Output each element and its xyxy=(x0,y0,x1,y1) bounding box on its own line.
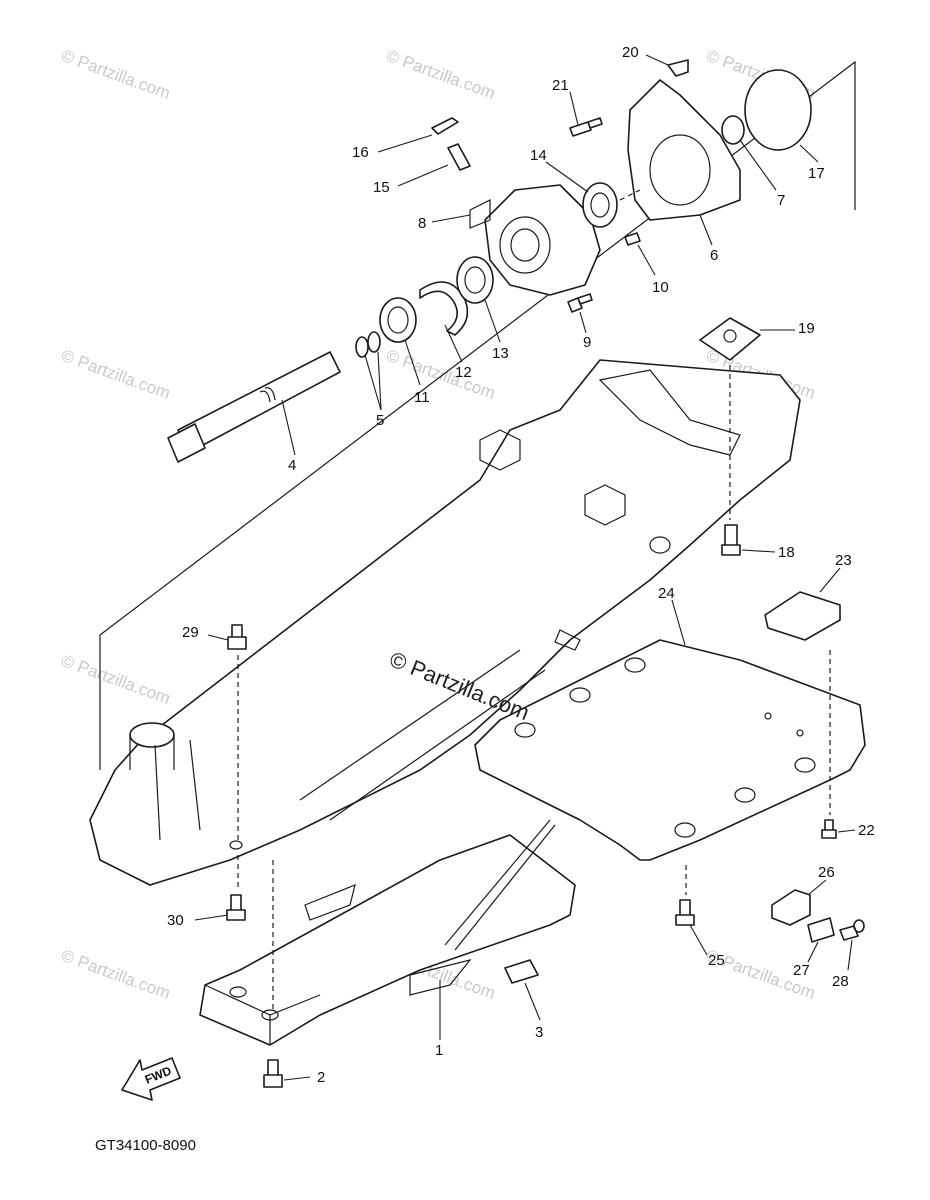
callout-2: 2 xyxy=(317,1069,325,1086)
fwd-arrow-icon: FWD xyxy=(121,1057,181,1101)
watermark: © Partzilla.com xyxy=(59,346,173,403)
callout-18: 18 xyxy=(778,544,795,561)
callout-27: 27 xyxy=(793,962,810,979)
callout-30: 30 xyxy=(167,912,184,929)
bolt-21 xyxy=(569,117,603,137)
callout-6: 6 xyxy=(710,247,718,264)
clamp-23 xyxy=(764,591,841,641)
callout-15: 15 xyxy=(373,179,390,196)
callouts: 1 2 3 4 5 6 7 8 9 10 11 12 13 14 15 16 1… xyxy=(167,44,875,1086)
watermark: © Partzilla.com xyxy=(59,946,173,1003)
callout-26: 26 xyxy=(818,864,835,881)
plate-27 xyxy=(807,917,835,943)
watermark: © Partzilla.com xyxy=(384,346,498,403)
bottom-plate xyxy=(199,819,576,1046)
watermark: © Partzilla.com xyxy=(384,46,498,103)
bearing-13 xyxy=(456,256,494,304)
callout-8: 8 xyxy=(418,215,426,232)
o-ring-17 xyxy=(744,69,812,151)
callout-12: 12 xyxy=(455,364,472,381)
bolt-15 xyxy=(447,143,471,171)
bolt-29 xyxy=(227,624,247,650)
o-rings xyxy=(355,331,381,358)
plate-19 xyxy=(699,317,761,361)
callout-29: 29 xyxy=(182,624,199,641)
callout-25: 25 xyxy=(708,952,725,969)
bracket-26 xyxy=(771,889,811,926)
callout-4: 4 xyxy=(288,457,296,474)
callout-21: 21 xyxy=(552,77,569,94)
watermark: © Partzilla.com xyxy=(59,651,173,708)
circlip xyxy=(419,281,469,336)
bolt-30 xyxy=(226,894,246,921)
bearing-14 xyxy=(582,182,618,228)
leader-lines xyxy=(194,54,856,1081)
watermark: © Partzilla.com xyxy=(59,46,173,103)
bolt-28 xyxy=(839,919,865,941)
bolt-22 xyxy=(821,819,837,839)
callout-23: 23 xyxy=(835,552,852,569)
bearing-cover xyxy=(627,79,741,221)
callout-11: 11 xyxy=(414,389,430,406)
frame-lines xyxy=(99,60,856,770)
bolt-25 xyxy=(675,899,695,926)
bearing-housing xyxy=(379,297,417,343)
callout-19: 19 xyxy=(798,320,815,337)
callout-28: 28 xyxy=(832,973,849,990)
callout-3: 3 xyxy=(535,1024,543,1041)
housing-body xyxy=(89,359,801,886)
bolt-2 xyxy=(263,1059,283,1088)
clip-16 xyxy=(431,117,459,135)
diagram-code: GT34100-8090 xyxy=(95,1137,196,1154)
callout-13: 13 xyxy=(492,345,509,362)
o-ring-7 xyxy=(721,115,745,145)
bracket-20 xyxy=(667,59,689,77)
callout-5: 5 xyxy=(376,412,384,429)
callout-17: 17 xyxy=(808,165,825,182)
callout-7: 7 xyxy=(777,192,785,209)
ride-plate xyxy=(474,639,866,861)
callout-14: 14 xyxy=(530,147,547,164)
drive-shaft xyxy=(167,351,341,463)
callout-1: 1 xyxy=(435,1042,443,1059)
callout-16: 16 xyxy=(352,144,369,161)
callout-10: 10 xyxy=(652,279,669,296)
callout-22: 22 xyxy=(858,822,875,839)
bolt-18 xyxy=(721,524,741,556)
callout-9: 9 xyxy=(583,334,591,351)
callout-20: 20 xyxy=(622,44,639,61)
bolt-9 xyxy=(567,293,593,313)
callout-24: 24 xyxy=(658,585,675,602)
intermediate-housing xyxy=(469,184,601,296)
dowel-pin-10 xyxy=(624,232,641,246)
alignment-lines xyxy=(237,189,831,1010)
